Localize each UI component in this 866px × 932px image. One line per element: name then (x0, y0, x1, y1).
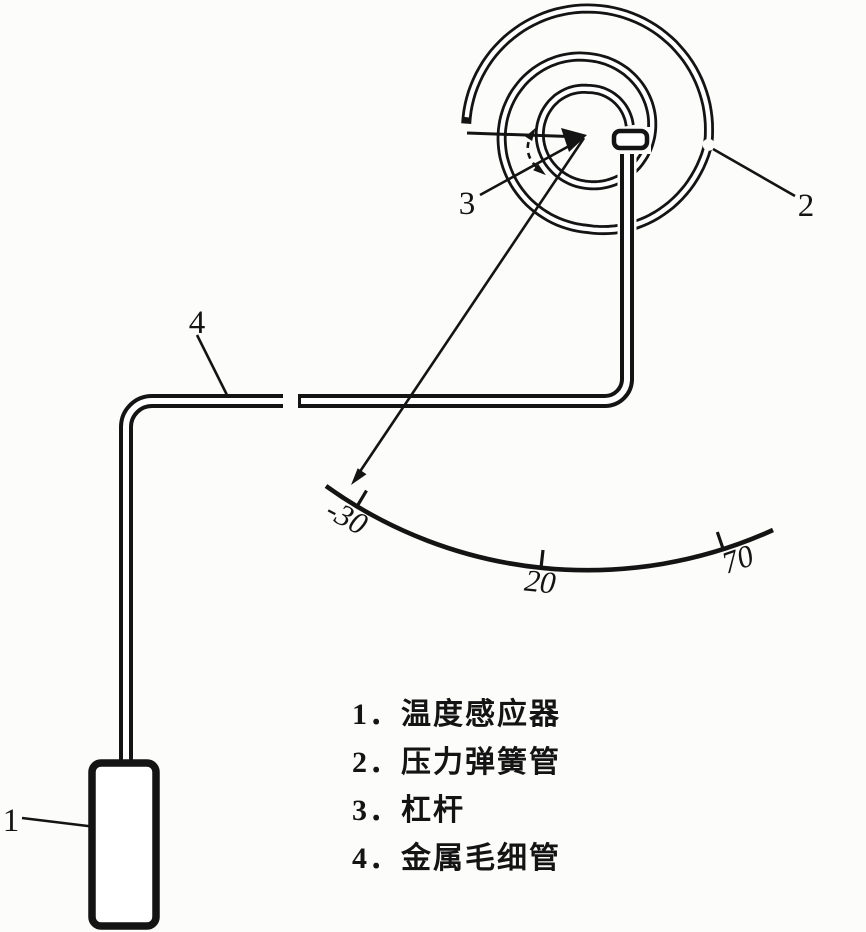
pointer-arrowhead (351, 468, 367, 485)
leader-line-1 (21, 816, 97, 829)
rotation-arrowhead-top (525, 127, 536, 141)
scale-tick-mid (539, 549, 545, 569)
pivot-fitting (611, 128, 650, 151)
leader-line-3 (479, 138, 581, 197)
legend-item-4: 4．金属毛细管 (352, 842, 561, 875)
capillary-right-bore (301, 152, 630, 404)
callout-1: 1 (3, 803, 20, 839)
leader-line-4 (195, 334, 230, 398)
legend-item-1: 1．温度感应器 (352, 698, 561, 731)
legend-item-3: 3．杠杆 (352, 794, 465, 827)
scale-tick-high (715, 531, 726, 551)
pointer-line (357, 137, 586, 474)
scale-label-mid: 20 (523, 563, 558, 601)
spiral-bore (464, 6, 712, 233)
scale-arc (324, 484, 774, 573)
lever-line (466, 131, 584, 139)
spiral-anchor-gap (702, 138, 715, 151)
capillary-left-outline (119, 394, 283, 766)
leader-line-2 (712, 147, 796, 198)
scale-label-high: 70 (717, 537, 758, 580)
legend: 1．温度感应器 2．压力弹簧管 3．杠杆 4．金属毛细管 (352, 699, 561, 891)
callout-2: 2 (798, 188, 815, 224)
scale-label-low: -30 (320, 492, 373, 543)
callout-4: 4 (189, 305, 206, 341)
rotation-arrowhead-bottom (533, 163, 546, 176)
legend-item-2: 2．压力弹簧管 (352, 746, 561, 779)
capillary-left-bore (123, 398, 286, 763)
scale-tick-low (355, 489, 368, 508)
callout-3: 3 (459, 186, 476, 222)
sensor-bulb (88, 759, 160, 930)
